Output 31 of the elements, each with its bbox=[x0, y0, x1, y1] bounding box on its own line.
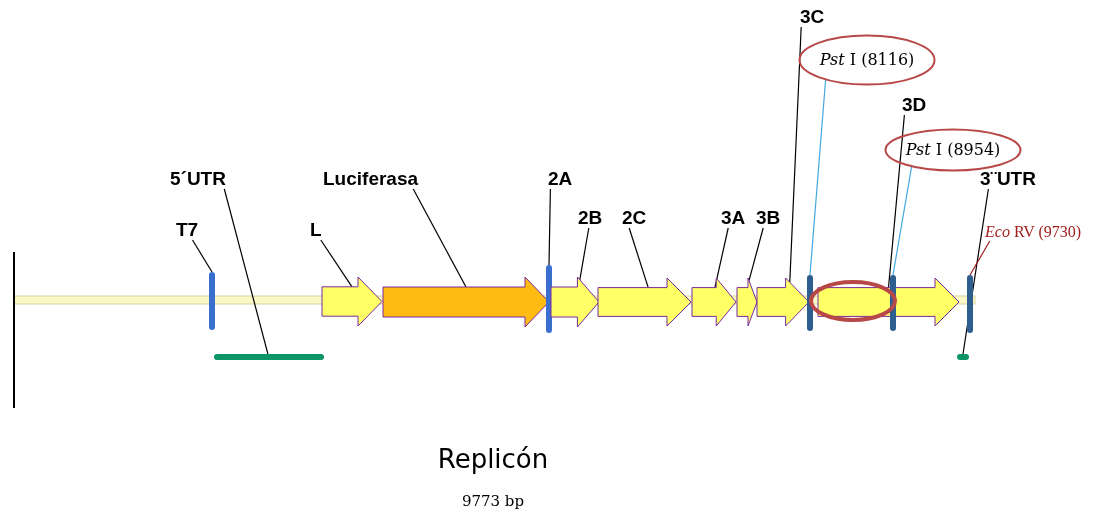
restriction-site-label: Pst I (8954) bbox=[904, 140, 1002, 160]
restriction-site-label: Eco RV (9730) bbox=[985, 222, 1082, 242]
gene-label: L bbox=[310, 219, 322, 241]
leader-line bbox=[714, 227, 729, 289]
gene-label: 3A bbox=[721, 207, 746, 229]
gene-label: 2B bbox=[578, 207, 603, 229]
gene-label: T7 bbox=[176, 219, 199, 241]
leader-line bbox=[748, 227, 764, 282]
leader-line bbox=[887, 114, 905, 289]
gene-label: 3¨UTR bbox=[980, 168, 1036, 190]
leader-line bbox=[548, 188, 551, 266]
gene-label: 2C bbox=[622, 207, 647, 229]
leader-line bbox=[892, 166, 913, 276]
gene-label: 3C bbox=[800, 6, 825, 28]
leader-line bbox=[191, 239, 213, 273]
leader-line bbox=[628, 227, 649, 289]
restriction-site-label: Pst I (8116) bbox=[818, 50, 916, 70]
gene-label: 2A bbox=[548, 168, 573, 190]
leader-line bbox=[969, 240, 991, 276]
gene-label: 5´UTR bbox=[170, 168, 226, 190]
gene-label: 3B bbox=[756, 207, 781, 229]
leader-line bbox=[579, 227, 590, 281]
size-label: 9773 bp bbox=[460, 492, 526, 510]
gene-label: 3D bbox=[902, 94, 927, 116]
leader-line bbox=[412, 188, 467, 288]
leader-line bbox=[809, 79, 827, 276]
leader-line bbox=[320, 239, 353, 288]
leader-line bbox=[223, 188, 269, 355]
gene-label: Luciferasa bbox=[323, 168, 419, 190]
map-title: Replicón bbox=[436, 444, 550, 474]
leader-line bbox=[789, 26, 802, 283]
